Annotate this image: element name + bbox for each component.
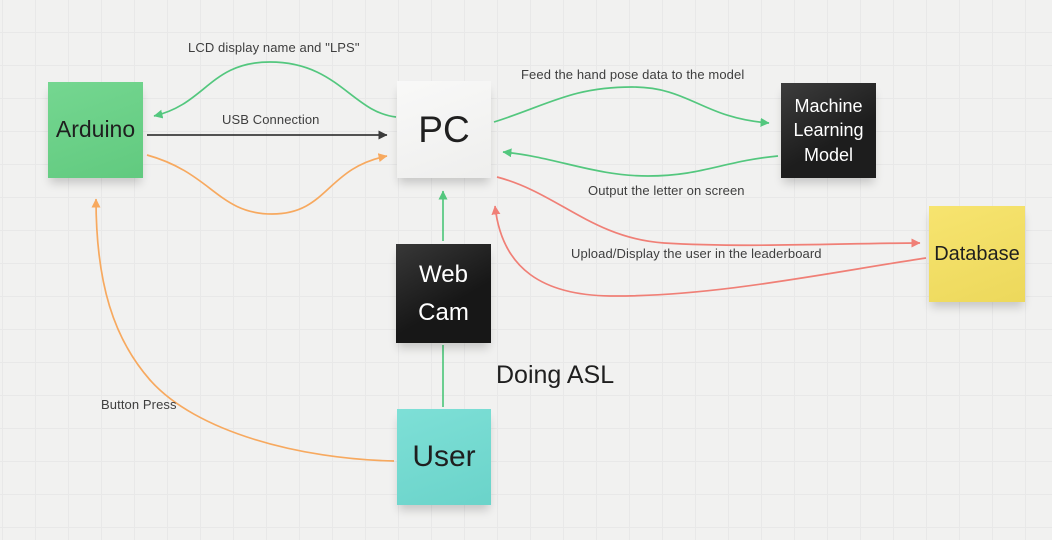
node-database-label: Database — [934, 242, 1020, 265]
node-database[interactable]: Database — [929, 206, 1025, 302]
edge-upload-leaderboard[interactable] — [496, 176, 921, 248]
annotation-doing-asl[interactable]: Doing ASL — [496, 361, 615, 389]
edge-label-upload-leaderboard[interactable]: Upload/Display the user in the leaderboa… — [571, 246, 822, 261]
edge-label-output-letter[interactable]: Output the letter on screen — [588, 183, 745, 198]
edge-button-press[interactable] — [91, 198, 395, 462]
edge-feed-hand-pose[interactable] — [493, 86, 770, 127]
node-ml-model[interactable]: Machine Learning Model — [781, 83, 876, 178]
node-user[interactable]: User — [397, 409, 491, 505]
node-arduino-label: Arduino — [55, 116, 136, 143]
edge-arduino-to-pc[interactable] — [146, 153, 388, 215]
node-ml-model-label: Machine Learning Model — [793, 96, 864, 165]
node-webcam[interactable]: Web Cam — [396, 244, 491, 343]
edge-lcd-display[interactable] — [153, 61, 397, 119]
edge-label-feed-hand-pose[interactable]: Feed the hand pose data to the model — [521, 67, 745, 82]
edge-label-lcd-display[interactable]: LCD display name and "LPS" — [188, 40, 360, 55]
edge-database-return[interactable] — [491, 205, 927, 297]
node-pc[interactable]: PC — [397, 81, 491, 178]
edge-label-button-press[interactable]: Button Press — [101, 397, 177, 412]
node-webcam-label: Web Cam — [418, 261, 469, 326]
node-pc-label: PC — [418, 108, 470, 150]
node-user-label: User — [412, 439, 476, 473]
edge-label-usb-connection[interactable]: USB Connection — [222, 112, 320, 127]
node-arduino[interactable]: Arduino — [48, 82, 143, 178]
edge-output-letter[interactable] — [502, 148, 779, 177]
